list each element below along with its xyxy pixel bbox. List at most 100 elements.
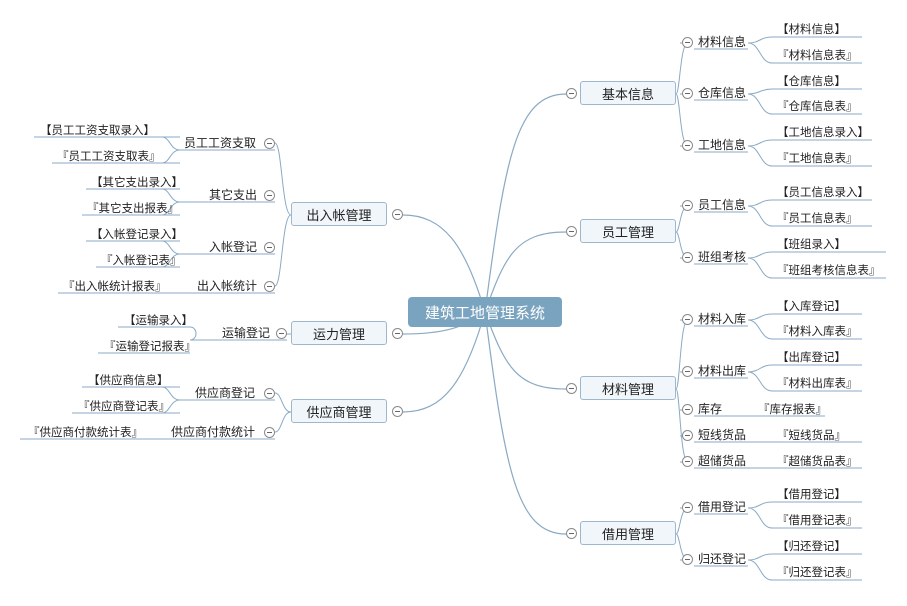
collapse-toggle-icon[interactable]: [566, 528, 577, 539]
leaf-node[interactable]: 【员工工资支取录入】: [40, 123, 155, 137]
leaf-node[interactable]: 【归还登记】: [777, 539, 846, 553]
main-branch-line: [484, 93, 567, 313]
subtopic-payment-stats[interactable]: 供应商付款统计: [171, 425, 256, 439]
leaf-node[interactable]: 『借用登记表』: [777, 513, 858, 527]
collapse-toggle-icon[interactable]: [264, 138, 275, 149]
subtopic-material-in[interactable]: 材料入库: [698, 312, 747, 326]
collapse-toggle-icon[interactable]: [392, 209, 403, 220]
leaf-node[interactable]: 『归还登记表』: [777, 565, 858, 579]
collapse-toggle-icon[interactable]: [566, 88, 577, 99]
leaf-branch-line: [747, 88, 773, 115]
leaf-node[interactable]: 『超储货品表』: [777, 454, 858, 468]
collapse-toggle-icon[interactable]: [276, 328, 287, 339]
leaf-node[interactable]: 【仓库信息】: [777, 74, 846, 88]
collapse-toggle-icon[interactable]: [682, 554, 693, 565]
subtopic-other-expense[interactable]: 其它支出: [209, 188, 258, 202]
leaf-node[interactable]: 『材料入库表』: [777, 324, 858, 338]
collapse-toggle-icon[interactable]: [682, 252, 693, 263]
collapse-toggle-icon[interactable]: [392, 406, 403, 417]
leaf-branch-line: [747, 199, 773, 227]
leaf-node[interactable]: 【供应商信息】: [88, 373, 169, 387]
subtopic-income-register[interactable]: 入帐登记: [209, 240, 258, 254]
main-topic-transport[interactable]: 运力管理: [291, 321, 387, 345]
collapse-toggle-icon[interactable]: [682, 88, 693, 99]
main-topic-accounts[interactable]: 出入帐管理: [291, 202, 387, 226]
central-topic[interactable]: 建筑工地管理系统: [408, 297, 562, 327]
collapse-toggle-icon[interactable]: [682, 430, 693, 441]
leaf-node[interactable]: 『出入帐统计报表』: [63, 279, 167, 293]
collapse-toggle-icon[interactable]: [682, 37, 693, 48]
subtopic-short-goods[interactable]: 短线货品: [698, 428, 747, 442]
subtopic-staff-info[interactable]: 员工信息: [698, 198, 747, 212]
leaf-node[interactable]: 【入库登记】: [777, 299, 846, 313]
leaf-node[interactable]: 【其它支出录入】: [91, 175, 183, 189]
main-topic-staff[interactable]: 员工管理: [580, 219, 676, 243]
leaf-node[interactable]: 【材料信息】: [777, 22, 846, 36]
main-branch-line: [484, 231, 567, 313]
main-branch-line: [484, 311, 567, 535]
subtopic-borrow-register[interactable]: 借用登记: [698, 500, 747, 514]
leaf-node[interactable]: 『班组考核信息表』: [777, 263, 881, 277]
subtopic-material-out[interactable]: 材料出库: [698, 364, 747, 378]
collapse-toggle-icon[interactable]: [682, 366, 693, 377]
subtopic-return-register[interactable]: 归还登记: [698, 552, 747, 566]
leaf-node[interactable]: 【班组录入】: [777, 237, 846, 251]
leaf-node[interactable]: 【出库登记】: [777, 350, 846, 364]
leaf-node[interactable]: 『材料出库表』: [777, 376, 858, 390]
main-topic-material[interactable]: 材料管理: [580, 376, 676, 400]
sub-branch-line: [274, 142, 292, 287]
main-branch-line: [484, 311, 567, 390]
subtopic-material-info[interactable]: 材料信息: [698, 35, 747, 49]
leaf-node[interactable]: 『其它支出报表』: [87, 201, 179, 215]
collapse-toggle-icon[interactable]: [392, 328, 403, 339]
collapse-toggle-icon[interactable]: [566, 226, 577, 237]
subtopic-salary-withdraw[interactable]: 员工工资支取: [184, 136, 257, 150]
collapse-toggle-icon[interactable]: [264, 190, 275, 201]
leaf-node[interactable]: 『仓库信息表』: [777, 99, 858, 113]
leaf-node[interactable]: 『材料信息表』: [777, 48, 858, 62]
sub-branch-line: [675, 205, 689, 259]
sub-branch-line: [274, 392, 292, 433]
collapse-toggle-icon[interactable]: [264, 427, 275, 438]
leaf-node[interactable]: 『运输登记报表』: [104, 339, 196, 353]
leaf-node[interactable]: 【员工信息录入】: [777, 185, 869, 199]
leaf-node[interactable]: 『短线货品』: [777, 428, 846, 442]
sub-branch-line: [675, 507, 689, 561]
collapse-toggle-icon[interactable]: [682, 200, 693, 211]
leaf-node[interactable]: 『员工信息表』: [777, 211, 858, 225]
collapse-toggle-icon[interactable]: [682, 502, 693, 513]
subtopic-transport-register[interactable]: 运输登记: [222, 326, 271, 340]
subtopic-overstock-goods[interactable]: 超储货品: [698, 454, 747, 468]
main-topic-supplier[interactable]: 供应商管理: [291, 399, 387, 423]
leaf-node[interactable]: 『入帐登记表』: [101, 253, 182, 267]
subtopic-team-review[interactable]: 班组考核: [698, 250, 747, 264]
leaf-branch-line: [189, 326, 197, 341]
main-topic-borrow[interactable]: 借用管理: [580, 521, 676, 545]
leaf-branch-line: [747, 251, 773, 279]
leaf-node[interactable]: 【借用登记】: [777, 487, 846, 501]
subtopic-stock[interactable]: 库存: [698, 402, 723, 416]
leaf-node[interactable]: 【入帐登记录入】: [91, 227, 183, 241]
leaf-node[interactable]: 『供应商登记表』: [78, 399, 170, 413]
subtopic-supplier-register[interactable]: 供应商登记: [195, 386, 256, 400]
subtopic-account-stats[interactable]: 出入帐统计: [197, 279, 258, 293]
leaf-node[interactable]: 『员工工资支取表』: [57, 149, 161, 163]
collapse-toggle-icon[interactable]: [682, 314, 693, 325]
collapse-toggle-icon[interactable]: [682, 140, 693, 151]
collapse-toggle-icon[interactable]: [264, 281, 275, 292]
leaf-node[interactable]: 『供应商付款统计表』: [28, 425, 143, 439]
leaf-node[interactable]: 『库存报表』: [758, 402, 827, 416]
collapse-toggle-icon[interactable]: [682, 456, 693, 467]
collapse-toggle-icon[interactable]: [566, 383, 577, 394]
collapse-toggle-icon[interactable]: [264, 242, 275, 253]
leaf-node[interactable]: 【运输录入】: [124, 313, 193, 327]
main-topic-basic-info[interactable]: 基本信息: [580, 81, 676, 105]
collapse-toggle-icon[interactable]: [682, 404, 693, 415]
leaf-node[interactable]: 『工地信息表』: [777, 151, 858, 165]
leaf-node[interactable]: 【工地信息录入】: [777, 125, 869, 139]
leaf-branch-line: [161, 136, 181, 164]
subtopic-warehouse-info[interactable]: 仓库信息: [698, 86, 747, 100]
collapse-toggle-icon[interactable]: [264, 388, 275, 399]
subtopic-site-info[interactable]: 工地信息: [698, 138, 747, 152]
main-branch-line: [402, 214, 486, 313]
